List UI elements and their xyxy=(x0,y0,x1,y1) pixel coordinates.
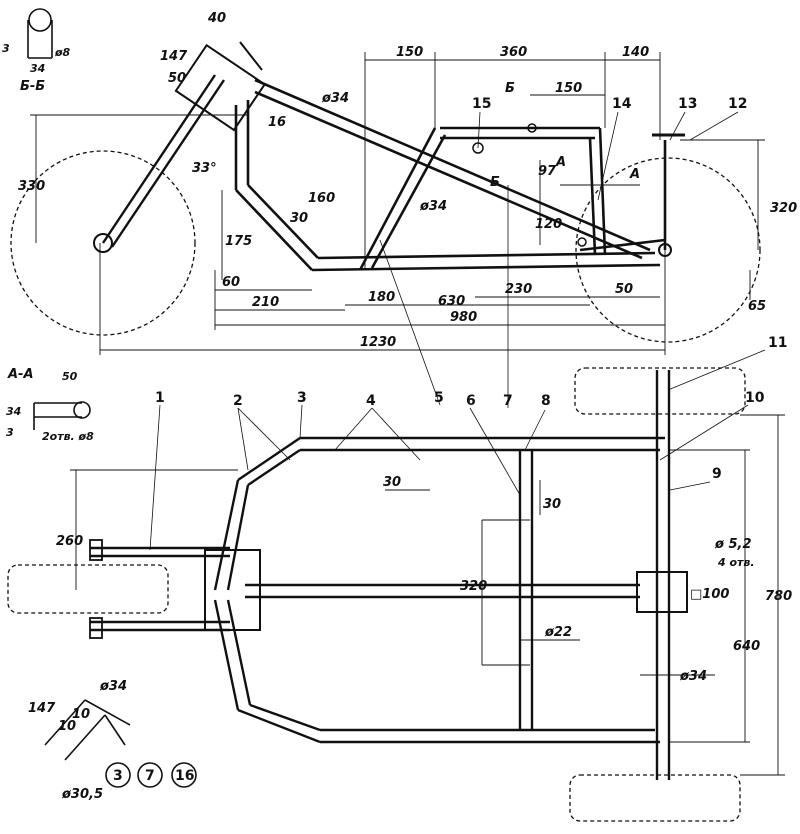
part-12: 12 xyxy=(728,96,747,112)
side-frame xyxy=(234,78,667,272)
dim-4holes: 4 отв. xyxy=(717,556,755,569)
detail-part-3: 3 xyxy=(113,768,123,784)
labels: Б-Б 3 34 ø8 А-А 50 34 3 2отв. ø8 147 40 … xyxy=(2,11,797,802)
section-mark-b: Б xyxy=(505,81,515,96)
dim-d52: ø 5,2 xyxy=(714,537,752,552)
dim-140: 140 xyxy=(622,45,649,60)
part-10: 10 xyxy=(745,390,765,406)
dim-980: 980 xyxy=(450,310,477,325)
dim-30: 30 xyxy=(290,211,308,226)
part-13: 13 xyxy=(678,96,697,112)
section-bb-title: Б-Б xyxy=(20,79,45,94)
part-15: 15 xyxy=(472,96,491,112)
dim-330: 330 xyxy=(18,179,45,194)
section-aa-detail xyxy=(33,401,91,430)
dim-d34: ø34 xyxy=(321,91,349,106)
front-axle xyxy=(93,233,113,253)
part-1: 1 xyxy=(155,390,165,406)
dim-40: 40 xyxy=(207,11,226,26)
dim-150: 150 xyxy=(396,45,423,60)
part-5: 5 xyxy=(434,390,444,406)
part-14: 14 xyxy=(612,96,632,112)
detail-dim-d305: ø30,5 xyxy=(61,787,103,802)
dim-50: 50 xyxy=(168,71,186,86)
dim-180: 180 xyxy=(368,290,395,305)
detail-part-16: 16 xyxy=(175,768,194,784)
detail-dim-10a: 10 xyxy=(58,719,76,734)
rear-wheel-top-right xyxy=(574,367,746,415)
leaders xyxy=(149,111,766,551)
section-mark-b2: Б xyxy=(490,175,500,190)
part-11: 11 xyxy=(768,335,787,351)
detail-dim-10b: 10 xyxy=(72,707,90,722)
part-7: 7 xyxy=(503,393,513,409)
detail-dim-d34: ø34 xyxy=(99,679,127,694)
rear-wheel-outline xyxy=(575,157,761,343)
dim-640: 640 xyxy=(733,639,760,654)
dim-60: 60 xyxy=(222,275,240,290)
part-9: 9 xyxy=(712,466,722,482)
dim-sq100: □100 xyxy=(690,587,729,602)
dim-33deg: 33° xyxy=(192,161,217,176)
dim-147: 147 xyxy=(160,49,188,64)
dim-d34b: ø34 xyxy=(419,199,447,214)
linework xyxy=(7,8,785,822)
part-8: 8 xyxy=(541,393,551,409)
detail-dim-147: 147 xyxy=(28,701,56,716)
section-aa-dim-34: 34 xyxy=(6,405,21,418)
dim-65: 65 xyxy=(748,299,766,314)
section-bb-dim-3: 3 xyxy=(2,42,10,55)
dim-780: 780 xyxy=(765,589,792,604)
section-bb-dim-34: 34 xyxy=(30,62,45,75)
part-6: 6 xyxy=(466,393,476,409)
part-4: 4 xyxy=(366,393,376,409)
section-aa-dim-50: 50 xyxy=(62,370,78,383)
section-mark-a2: А xyxy=(629,167,640,182)
top-dimensions xyxy=(70,414,785,776)
front-fork xyxy=(102,74,225,248)
dim-360: 360 xyxy=(500,45,527,60)
dim-d22: ø22 xyxy=(544,625,572,640)
section-mark-a: А xyxy=(555,155,566,170)
rear-wheel-top-left xyxy=(569,774,741,822)
dim-120: 120 xyxy=(535,217,562,232)
dim-260: 260 xyxy=(56,534,83,549)
dim-d34-top: ø34 xyxy=(679,669,707,684)
dim-210: 210 xyxy=(252,295,279,310)
section-aa-dim-holes: 2отв. ø8 xyxy=(42,430,94,443)
detail-part-7: 7 xyxy=(145,768,155,784)
section-bb-dim-d8: ø8 xyxy=(54,46,71,59)
front-wheel-outline xyxy=(10,150,196,336)
part-2: 2 xyxy=(233,393,243,409)
dim-50b: 50 xyxy=(615,282,633,297)
dim-630: 630 xyxy=(438,294,465,309)
part-3: 3 xyxy=(297,390,307,406)
dim-16: 16 xyxy=(268,115,286,130)
dim-97: 97 xyxy=(538,164,557,179)
dim-150b: 150 xyxy=(555,81,582,96)
dim-30-top: 30 xyxy=(383,475,401,490)
dim-1230: 1230 xyxy=(360,335,396,350)
part-circles xyxy=(105,762,197,788)
front-wheel-top xyxy=(7,564,169,614)
dim-320: 320 xyxy=(770,201,797,216)
top-frame xyxy=(90,370,671,780)
dim-175: 175 xyxy=(225,234,252,249)
section-bb-detail xyxy=(27,8,53,59)
side-dimensions xyxy=(30,52,765,355)
dim-320-top: 320 xyxy=(460,579,487,594)
joint-detail xyxy=(44,699,131,761)
dim-230: 230 xyxy=(505,282,532,297)
dim-160: 160 xyxy=(308,191,335,206)
dim-30-top-b: 30 xyxy=(543,497,561,512)
section-aa-title: А-А xyxy=(7,367,34,382)
section-aa-dim-3: 3 xyxy=(6,426,14,439)
